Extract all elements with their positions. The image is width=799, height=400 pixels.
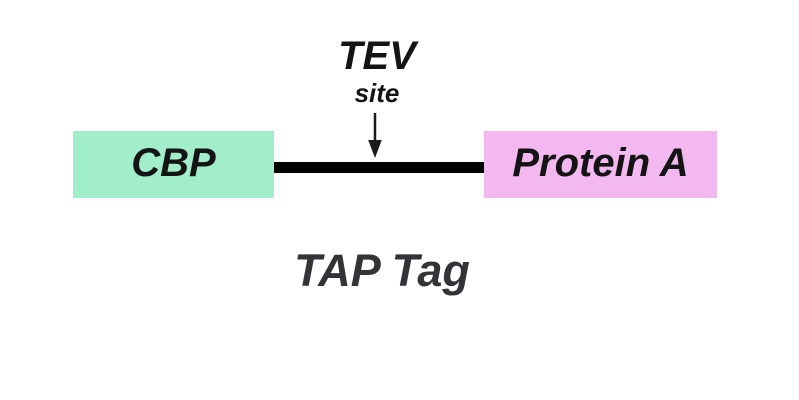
linker-line	[272, 162, 486, 173]
protein-a-box: Protein A	[484, 131, 717, 198]
down-arrow-icon	[368, 113, 382, 158]
tev-site-label: site	[354, 78, 400, 108]
diagram-title: TAP Tag	[294, 245, 470, 296]
protein-a-label: Protein A	[512, 141, 689, 185]
tev-label: TEV	[338, 34, 416, 78]
cbp-label: CBP	[131, 141, 216, 185]
cbp-box: CBP	[73, 131, 274, 198]
